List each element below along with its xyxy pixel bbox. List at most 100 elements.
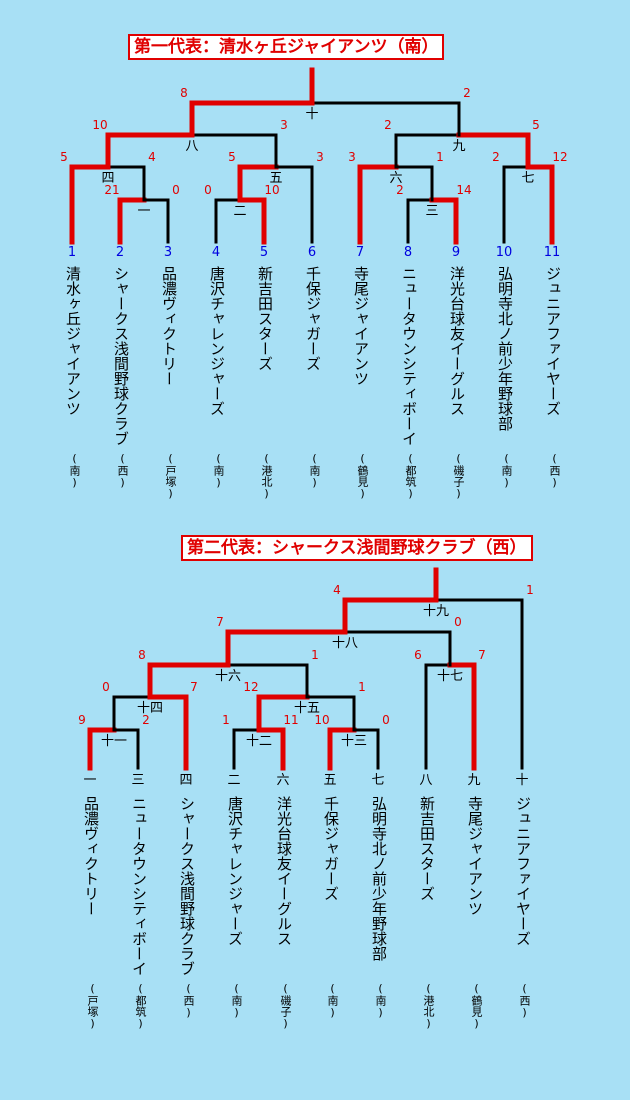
score-label: 0 [102,680,110,694]
team-location: (港北) [260,452,273,500]
game-label: 三 [425,204,438,219]
slot-number: 四 [179,773,192,788]
score-label: 8 [138,648,146,662]
team-name: 洋光台球友イーグルス [275,796,293,946]
score-label: 2 [492,150,500,164]
game-label: 十七 [437,669,463,684]
score-label: 12 [552,150,567,164]
score-label: 5 [228,150,236,164]
score-label: 8 [180,86,188,100]
score-label: 11 [283,713,298,727]
team-location: (西) [518,982,531,1019]
game-label: 七 [521,171,534,186]
score-label: 10 [92,118,107,132]
team-location: (戸塚) [86,982,99,1030]
team-name: 唐沢チャレンジャーズ [226,796,244,946]
game-label: 十三 [341,734,367,749]
score-label: 6 [414,648,422,662]
score-label: 3 [280,118,288,132]
team-location: (西) [182,982,195,1019]
score-label: 1 [311,648,319,662]
slot-number: 10 [496,245,513,260]
game-label: 一 [137,204,150,219]
team-name: ニュータウンシティボーイ [400,266,418,446]
slot-number: 三 [131,773,144,788]
team-name: 千保ジャガーズ [322,796,340,901]
game-label: 四 [101,171,114,186]
slot-number: 1 [68,245,76,260]
slot-number: 二 [227,773,240,788]
score-label: 2 [463,86,471,100]
score-label: 21 [104,183,119,197]
game-label: 二 [233,204,246,219]
team-location: (南) [212,452,225,489]
game-label: 八 [185,139,198,154]
score-label: 1 [526,583,534,597]
score-label: 1 [358,680,366,694]
slot-number: 5 [260,245,268,260]
team-name: 清水ヶ丘ジャイアンツ [64,266,82,416]
slot-number: 7 [356,245,364,260]
score-label: 12 [243,680,258,694]
slot-number: 六 [276,773,289,788]
score-label: 0 [172,183,180,197]
score-label: 10 [314,713,329,727]
slot-number: 6 [308,245,316,260]
team-location: (南) [326,982,339,1019]
slot-number: 七 [371,773,384,788]
game-label: 十一 [101,734,127,749]
slot-number: 八 [419,773,432,788]
score-label: 1 [222,713,230,727]
score-label: 3 [316,150,324,164]
team-location: (南) [500,452,513,489]
slot-number: 11 [544,245,561,260]
game-label: 十二 [246,734,272,749]
score-label: 0 [204,183,212,197]
score-label: 7 [216,615,224,629]
score-label: 7 [190,680,198,694]
team-location: (鶴見) [470,982,483,1030]
team-name: 新吉田スターズ [256,266,274,371]
team-name: ジュニアファイヤーズ [544,266,562,416]
slot-number: 4 [212,245,220,260]
team-location: (都筑) [404,452,417,500]
score-label: 2 [142,713,150,727]
bracket1-title: 第一代表：清水ヶ丘ジャイアンツ（南） [128,34,445,60]
score-label: 9 [78,713,86,727]
team-name: ニュータウンシティボーイ [130,796,148,976]
team-location: (港北) [422,982,435,1030]
team-location: (南) [68,452,81,489]
team-name: ジュニアファイヤーズ [514,796,532,946]
game-label: 五 [269,171,282,186]
game-label: 十六 [215,669,241,684]
team-name: 弘明寺北ノ前少年野球部 [496,266,514,431]
game-label: 十八 [332,636,358,651]
team-name: 洋光台球友イーグルス [448,266,466,416]
score-label: 0 [454,615,462,629]
team-name: 千保ジャガーズ [304,266,322,371]
score-label: 10 [264,183,279,197]
score-label: 2 [396,183,404,197]
slot-number: 3 [164,245,172,260]
team-name: シャークス浅間野球クラブ [178,796,196,976]
game-label: 六 [389,171,402,186]
team-location: (戸塚) [164,452,177,500]
slot-number: 一 [83,773,96,788]
slot-number: 8 [404,245,412,260]
score-label: 4 [148,150,156,164]
team-name: 品濃ヴィクトリー [160,266,178,386]
game-label: 十四 [137,701,163,716]
team-name: 品濃ヴィクトリー [82,796,100,916]
game-label: 九 [452,139,465,154]
team-location: (鶴見) [356,452,369,500]
score-label: 5 [532,118,540,132]
team-location: (南) [308,452,321,489]
score-label: 3 [348,150,356,164]
score-label: 14 [456,183,471,197]
game-label: 十 [305,107,318,122]
slot-number: 十 [515,773,528,788]
score-label: 2 [384,118,392,132]
game-label: 十九 [423,604,449,619]
team-location: (南) [230,982,243,1019]
